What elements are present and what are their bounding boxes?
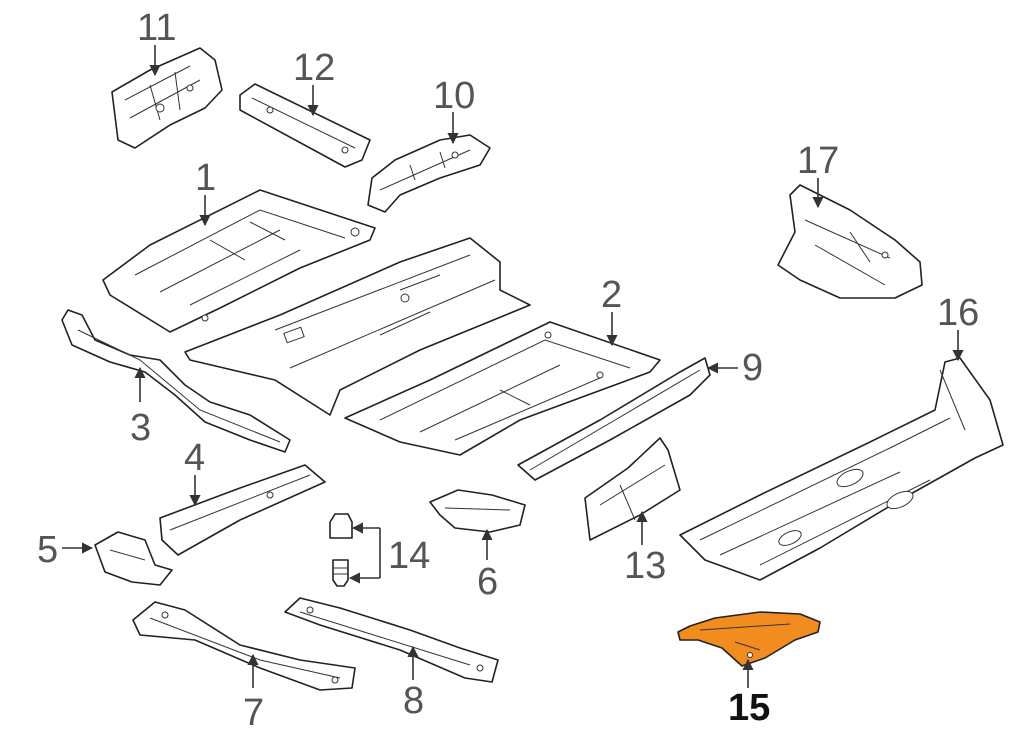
- leader-lines: [62, 45, 964, 688]
- part-16-rear-floor[interactable]: [679, 357, 1004, 581]
- part-5-bracket[interactable]: [94, 531, 173, 586]
- part-15-heat-shield[interactable]: [677, 611, 821, 667]
- callout-13: 13: [624, 545, 666, 587]
- callout-14: 14: [388, 535, 430, 577]
- part-8-crossmember[interactable]: [284, 597, 499, 683]
- part-13-reinforcement[interactable]: [584, 437, 681, 541]
- callout-7: 7: [243, 692, 264, 734]
- callout-1: 1: [195, 157, 216, 199]
- callout-3: 3: [130, 407, 151, 449]
- part-9-rocker[interactable]: [517, 357, 711, 481]
- callout-12: 12: [293, 47, 335, 89]
- callout-6: 6: [477, 561, 498, 603]
- callout-16: 16: [937, 292, 979, 334]
- part-2-floor-panel[interactable]: [344, 321, 661, 456]
- floor-tunnel[interactable]: [184, 237, 531, 416]
- part-7-crossmember[interactable]: [132, 601, 356, 691]
- callout-labels: 11 12 10 1 2 3 9 4 5 14 6 13 7 8 15 16 1…: [37, 7, 979, 734]
- callout-11: 11: [137, 7, 176, 49]
- part-17-panel[interactable]: [777, 184, 923, 299]
- callout-15: 15: [728, 687, 770, 729]
- part-12-rail[interactable]: [239, 83, 371, 168]
- part-10-bracket[interactable]: [367, 134, 491, 213]
- callout-17: 17: [797, 140, 839, 182]
- callout-5: 5: [37, 529, 58, 571]
- part-11-bracket[interactable]: [111, 47, 223, 149]
- callout-8: 8: [403, 680, 424, 722]
- part-14-fasteners[interactable]: [329, 513, 353, 587]
- callout-9: 9: [742, 347, 763, 389]
- callout-10: 10: [433, 75, 475, 117]
- part-6-support[interactable]: [429, 489, 526, 533]
- callout-2: 2: [601, 274, 622, 316]
- callout-4: 4: [184, 437, 205, 479]
- part-4-sill[interactable]: [159, 464, 326, 556]
